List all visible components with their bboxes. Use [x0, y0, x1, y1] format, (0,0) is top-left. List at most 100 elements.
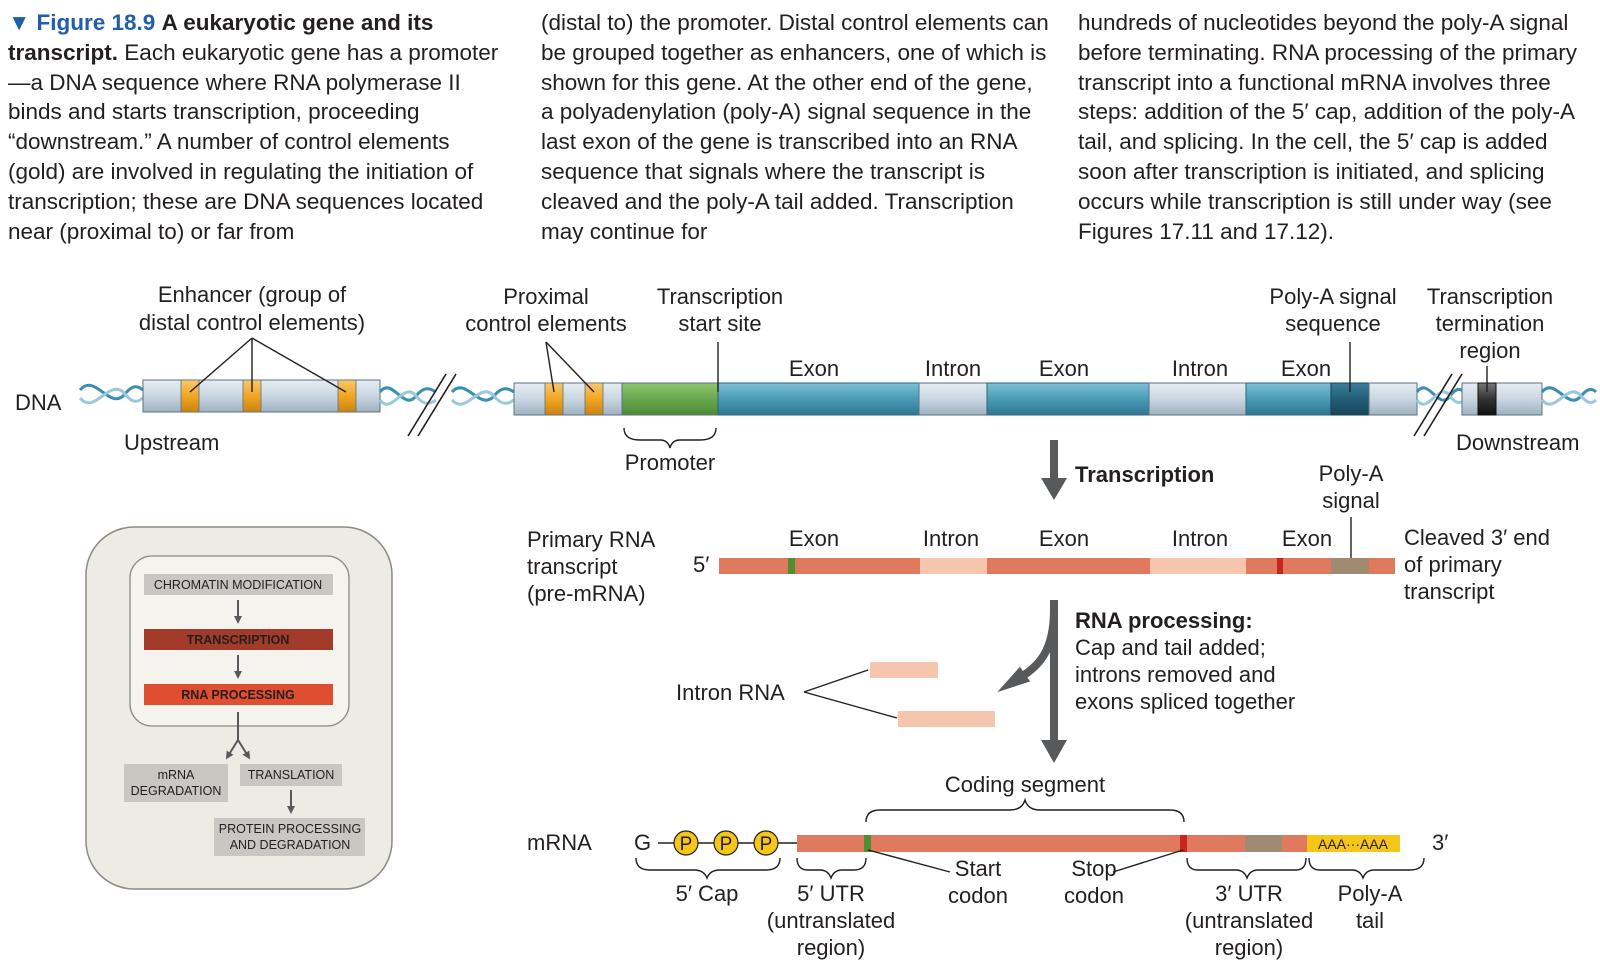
poly-a-tail	[1307, 835, 1400, 852]
pre-mrna-label-3: (pre-mRNA)	[527, 581, 646, 606]
proximal-label-1: Proximal	[503, 284, 589, 309]
rna-processing-arrow	[997, 600, 1067, 763]
flow-rna-processing-box	[144, 684, 333, 705]
dna-helix-mid-left	[378, 386, 437, 406]
downstream-label: Downstream	[1456, 430, 1579, 455]
enhancer-label-1: Enhancer (group of	[158, 282, 347, 307]
enhancer-pointer-lines	[189, 337, 347, 393]
caption-body-2: (distal to) the promoter. Distal control…	[541, 10, 1049, 244]
dna-gene	[513, 382, 1418, 416]
termination-label-3: region	[1459, 338, 1520, 363]
processing-line-1: Cap and tail added;	[1075, 635, 1266, 660]
coding-segment-label: Coding segment	[945, 772, 1105, 797]
cleaved-label-3: transcript	[1404, 579, 1494, 604]
dna-exon-1	[717, 382, 920, 416]
caption-body-3: hundreds of nucleotides beyond the poly-…	[1078, 10, 1577, 244]
cleaved-label-2: of primary	[1404, 552, 1502, 577]
pre-mrna-five-prime: 5′	[693, 552, 709, 577]
dna-break-right	[1413, 373, 1463, 437]
dna-seg-label-3: Exon	[1039, 356, 1089, 381]
promoter-region	[621, 382, 719, 416]
dna-helix-end	[1540, 386, 1598, 406]
coding-segment-brace	[865, 797, 1185, 823]
phosphate-1: P	[680, 834, 693, 855]
flow-protein-box	[214, 818, 365, 856]
flow-rna-processing: RNA PROCESSING	[181, 688, 294, 702]
poly-a-tail-text: AAA···AAA	[1318, 836, 1389, 852]
mrna-cap-g: G	[634, 830, 651, 855]
utr5-label-2: (untranslated	[767, 908, 895, 933]
utr3-label-3: region)	[1215, 935, 1283, 960]
excised-intron-2	[898, 711, 995, 727]
termination-label-1: Transcription	[1427, 284, 1553, 309]
flow-chromatin: CHROMATIN MODIFICATION	[154, 578, 322, 592]
pre-mrna-seg-1: Exon	[789, 526, 839, 551]
dna-upstream-segment	[142, 379, 381, 413]
utr3-label-1: 3′ UTR	[1215, 881, 1283, 906]
utr5-label-3: region)	[797, 935, 865, 960]
pre-mrna-strand	[719, 558, 1395, 574]
utr3-label-2: (untranslated	[1185, 908, 1313, 933]
polya-signal-label-2: sequence	[1285, 311, 1380, 336]
pre-mrna-start-mark	[788, 558, 795, 574]
mrna-start-codon	[864, 835, 871, 852]
flow-degradation-2: DEGRADATION	[131, 784, 222, 798]
tail-label-2: tail	[1356, 908, 1384, 933]
caption-column-2: (distal to) the promoter. Distal control…	[541, 8, 1051, 246]
tail-label-1: Poly-A	[1338, 881, 1403, 906]
dna-helix-mid-right	[450, 386, 515, 406]
dna-exon-2	[986, 382, 1150, 416]
termination-label-2: termination	[1436, 311, 1545, 336]
pre-mrna-polya-label-2: signal	[1322, 488, 1379, 513]
mrna-three-prime: 3′	[1432, 830, 1448, 855]
dna-label: DNA	[15, 390, 62, 415]
phosphate-2: P	[720, 834, 733, 855]
dna-seg-label-4: Intron	[1172, 356, 1228, 381]
flow-degradation-box	[124, 764, 228, 802]
polya-signal-label-1: Poly-A signal	[1269, 284, 1396, 309]
utr5-label-1: 5′ UTR	[797, 881, 865, 906]
flow-chromatin-box	[144, 574, 333, 595]
processing-title: RNA processing:	[1075, 608, 1253, 633]
mrna-strand	[797, 835, 1400, 852]
dna-helix-right	[1415, 386, 1466, 406]
promoter-brace	[623, 427, 717, 449]
enhancer-label-2: distal control elements)	[139, 310, 365, 335]
flow-translation-box	[240, 764, 342, 786]
phosphate-groups	[673, 830, 779, 856]
dna-helix-left	[78, 383, 144, 405]
mrna-polya-signal	[1245, 835, 1282, 852]
flow-degradation-1: mRNA	[158, 768, 195, 782]
upstream-label: Upstream	[124, 430, 219, 455]
flow-translation: TRANSLATION	[248, 768, 335, 782]
dna-intron-2	[1148, 382, 1247, 416]
dna-seg-label-5: Exon	[1281, 356, 1331, 381]
dna-intron-1	[918, 382, 988, 416]
proximal-label-2: control elements	[465, 311, 626, 336]
flow-transcription: TRANSCRIPTION	[187, 633, 290, 647]
stop-codon-label-2: codon	[1064, 883, 1124, 908]
flow-transcription-box	[144, 629, 333, 650]
pre-mrna-seg-4: Intron	[1172, 526, 1228, 551]
pre-mrna-seg-3: Exon	[1039, 526, 1089, 551]
flow-protein-2: AND DEGRADATION	[230, 838, 351, 852]
pre-mrna-seg-2: Intron	[923, 526, 979, 551]
caption-body-1: Each eukaryotic gene has a promoter—a DN…	[8, 39, 499, 244]
pre-mrna-label-2: transcript	[527, 554, 617, 579]
intron-rna-pointer	[803, 669, 898, 719]
transcription-step-label: Transcription	[1075, 462, 1214, 487]
tss-label-2: start site	[678, 311, 761, 336]
cleaved-label-1: Cleaved 3′ end	[1404, 525, 1550, 550]
start-codon-label-1: Start	[955, 856, 1001, 881]
start-codon-label-2: codon	[948, 883, 1008, 908]
tss-label-1: Transcription	[657, 284, 783, 309]
dna-downstream-segment	[1461, 382, 1543, 416]
pre-mrna-stop-mark	[1277, 558, 1283, 574]
phosphate-3: P	[760, 834, 773, 855]
caption-column-1: ▼ Figure 18.9 A eukaryotic gene and its …	[8, 8, 513, 246]
processing-line-2: introns removed and	[1075, 662, 1276, 687]
excised-intron-1	[870, 662, 938, 678]
intron-rna-label: Intron RNA	[676, 680, 785, 705]
gene-expression-overview: CHROMATIN MODIFICATION TRANSCRIPTION RNA…	[85, 526, 393, 890]
